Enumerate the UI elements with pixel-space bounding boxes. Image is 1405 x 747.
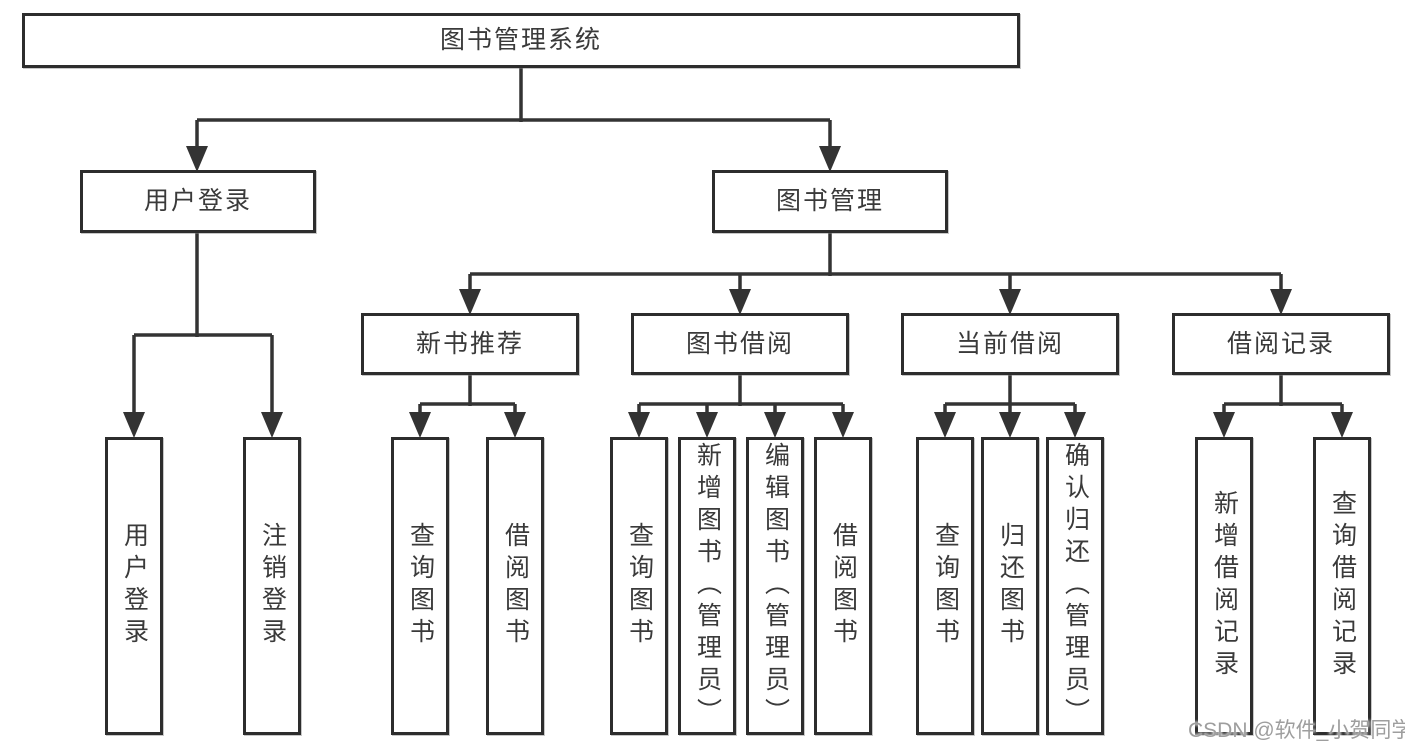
leaf-label: 新增借阅记录 xyxy=(1210,490,1239,682)
leaf-label: 查询图书 xyxy=(625,522,654,650)
node-label: 用户登录 xyxy=(143,187,252,215)
node-new-book-recommendation: 新书推荐 xyxy=(361,313,579,375)
leaf-add-borrow-record: 新增借阅记录 xyxy=(1195,437,1253,735)
leaf-label: 借阅图书 xyxy=(501,522,530,650)
leaf-borrow-books: 借阅图书 xyxy=(814,437,872,735)
leaf-label: 用户登录 xyxy=(120,522,149,650)
leaf-borrow-books-recommend: 借阅图书 xyxy=(486,437,544,735)
leaf-label: 查询图书 xyxy=(931,522,960,650)
leaf-return-books: 归还图书 xyxy=(981,437,1039,735)
node-book-management: 图书管理 xyxy=(712,170,948,233)
leaf-edit-books-admin: 编辑图书（管理员） xyxy=(746,437,804,735)
node-label: 借阅记录 xyxy=(1226,329,1335,358)
leaf-label: 查询图书 xyxy=(406,522,435,650)
leaf-query-borrow-record: 查询借阅记录 xyxy=(1313,437,1371,735)
node-label: 图书管理 xyxy=(775,187,884,215)
node-borrowing-records: 借阅记录 xyxy=(1172,313,1390,375)
node-user-login: 用户登录 xyxy=(80,170,316,233)
leaf-logout: 注销登录 xyxy=(243,437,301,735)
node-label: 新书推荐 xyxy=(415,329,524,358)
leaf-confirm-return-admin: 确认归还（管理员） xyxy=(1046,437,1104,735)
leaf-add-books-admin: 新增图书（管理员） xyxy=(678,437,736,735)
leaf-user-login: 用户登录 xyxy=(105,437,163,735)
csdn-watermark: CSDN @软件_小贺同学 xyxy=(1188,719,1405,742)
leaf-query-books-current: 查询图书 xyxy=(916,437,974,735)
leaf-label: 借阅图书 xyxy=(829,522,858,650)
leaf-label: 归还图书 xyxy=(996,522,1025,650)
node-label: 图书管理系统 xyxy=(439,26,602,54)
node-label: 当前借阅 xyxy=(955,329,1064,358)
node-library-management-system: 图书管理系统 xyxy=(22,13,1020,68)
node-current-borrowing: 当前借阅 xyxy=(901,313,1119,375)
leaf-label: 新增图书（管理员） xyxy=(693,442,722,730)
leaf-query-books-recommend: 查询图书 xyxy=(391,437,449,735)
leaf-label: 查询借阅记录 xyxy=(1328,490,1357,682)
leaf-label: 确认归还（管理员） xyxy=(1061,442,1090,730)
leaf-query-books-borrow: 查询图书 xyxy=(610,437,668,735)
node-label: 图书借阅 xyxy=(685,329,794,358)
leaf-label: 注销登录 xyxy=(258,522,287,650)
node-book-borrowing: 图书借阅 xyxy=(631,313,849,375)
leaf-label: 编辑图书（管理员） xyxy=(761,442,790,730)
